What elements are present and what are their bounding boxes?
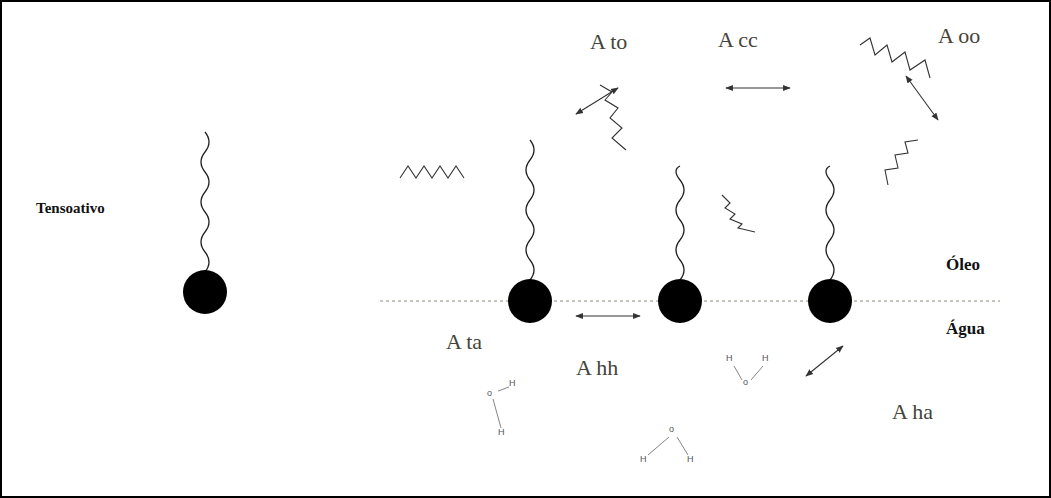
atom-symbol: H [498, 428, 505, 438]
interaction-label: A to [590, 30, 627, 54]
surfactant-tails [201, 132, 834, 280]
interaction-label: A hh [576, 356, 618, 380]
interaction-label: A cc [718, 28, 758, 52]
atom-symbol: o [487, 389, 492, 399]
atom-symbol: H [640, 455, 647, 465]
atom-symbol: H [687, 455, 694, 465]
atom-symbol: o [743, 378, 748, 388]
interaction-arrows [576, 76, 938, 376]
interaction-label: A ha [892, 400, 933, 424]
component-name: Tensoativo [36, 200, 105, 217]
atom-symbol: H [762, 354, 769, 364]
surfactant-heads [183, 270, 852, 323]
interaction-label: A oo [938, 24, 980, 48]
phase-label: Óleo [946, 256, 980, 275]
atom-symbol: H [726, 354, 733, 364]
atom-symbol: H [509, 379, 516, 389]
interaction-label: A ta [446, 330, 482, 354]
water-bonds [493, 366, 763, 455]
oil-molecules [400, 38, 930, 232]
atom-symbol: o [669, 425, 674, 435]
phase-label: Água [946, 320, 985, 339]
